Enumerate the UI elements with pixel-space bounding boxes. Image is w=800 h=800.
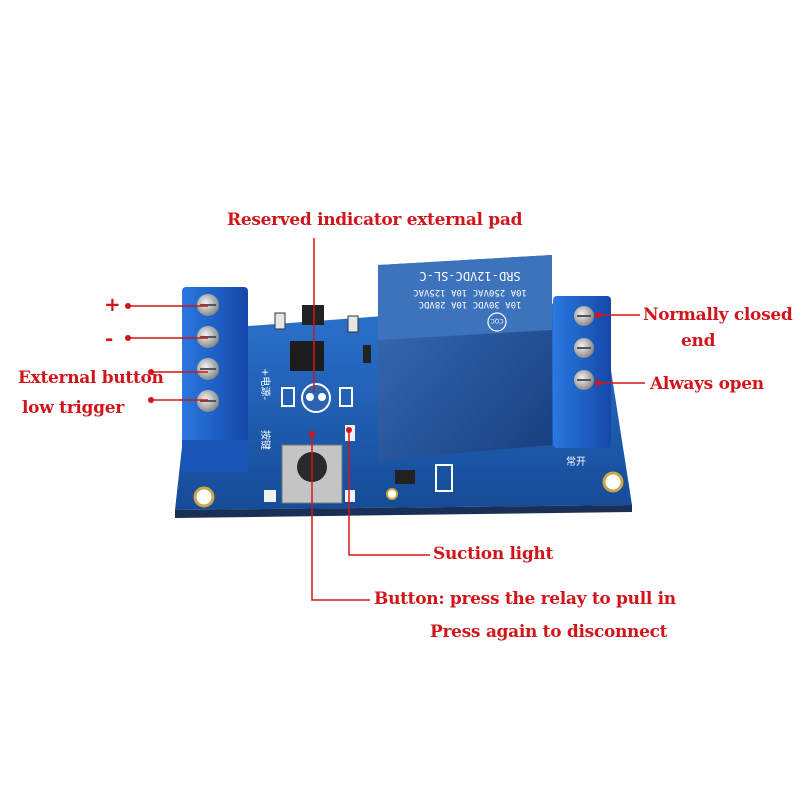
ic-chip xyxy=(290,341,324,371)
label-external-button-line1: External button xyxy=(18,368,164,388)
label-normally-closed-line2: end xyxy=(681,331,716,351)
relay: SRD-12VDC-SL-C 10A 250VAC 10A 125VAC 10A… xyxy=(378,255,552,460)
annotation-dots xyxy=(125,303,601,437)
label-external-button-line2: low trigger xyxy=(22,398,124,418)
silkscreen: +电源- 按键 常开 xyxy=(259,368,586,468)
smd-part xyxy=(347,315,359,333)
diode xyxy=(363,345,371,363)
right-terminal-block xyxy=(553,296,611,448)
indicator-pad xyxy=(301,383,331,413)
label-always-open: Always open xyxy=(650,374,764,394)
transistor-top xyxy=(302,305,324,325)
label-button-line1: Button: press the relay to pull in xyxy=(374,589,676,609)
suction-light-led xyxy=(345,425,355,441)
smd-pad xyxy=(435,464,453,492)
label-plus: + xyxy=(104,292,121,316)
relay-rating-1-text: 10A 250VAC 10A 125VAC xyxy=(413,287,527,297)
left-terminal-block xyxy=(182,287,248,472)
components xyxy=(264,305,453,502)
silk-power-text: +电源- xyxy=(259,368,272,400)
label-reserved-indicator: Reserved indicator external pad xyxy=(227,210,523,230)
annotation-lines xyxy=(128,238,645,601)
label-button-line2: Press again to disconnect xyxy=(430,622,668,642)
label-suction-light: Suction light xyxy=(433,544,554,564)
label-minus: - xyxy=(105,326,114,350)
label-normally-closed-line1: Normally closed xyxy=(643,305,793,325)
cqc-mark-icon xyxy=(487,312,507,332)
smd-part xyxy=(274,312,286,330)
relay-model-text: SRD-12VDC-SL-C xyxy=(419,269,520,283)
silk-button-text: 按键 xyxy=(259,430,272,450)
relay-rating-2-text: 10A 30VDC 10A 28VDC xyxy=(419,299,522,309)
transistor-bottom xyxy=(395,470,415,484)
silk-normally-open-text: 常开 xyxy=(566,455,586,468)
relay-cert-text: CQC xyxy=(490,317,503,324)
